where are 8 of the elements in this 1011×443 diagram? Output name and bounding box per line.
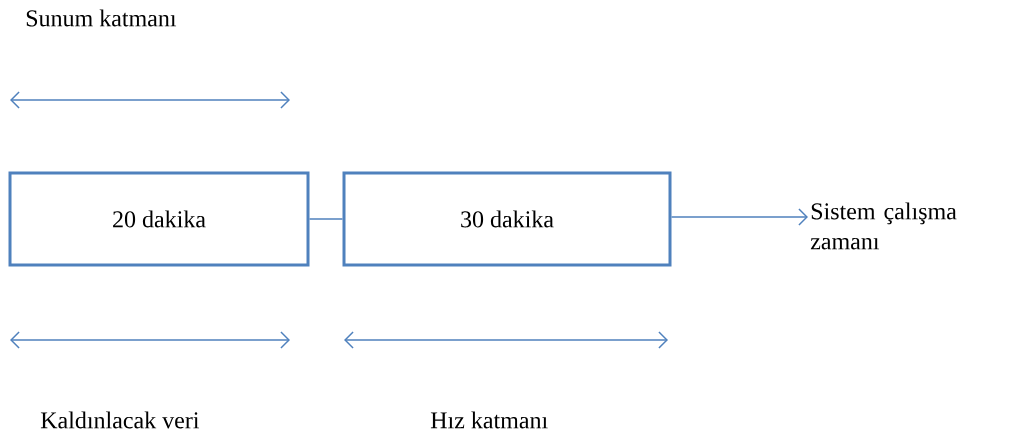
process-box: 20 dakika xyxy=(8,171,310,267)
node-text: Sistem çalışma zamanı xyxy=(810,202,957,250)
span-label: Kaldınlacak veri xyxy=(40,411,200,429)
span-label: Hız katmanı xyxy=(430,411,548,429)
connector xyxy=(670,208,808,226)
span-label: Sunum katmanı xyxy=(26,9,177,27)
connector xyxy=(308,218,344,220)
process-box: 30 dakika xyxy=(342,171,672,267)
